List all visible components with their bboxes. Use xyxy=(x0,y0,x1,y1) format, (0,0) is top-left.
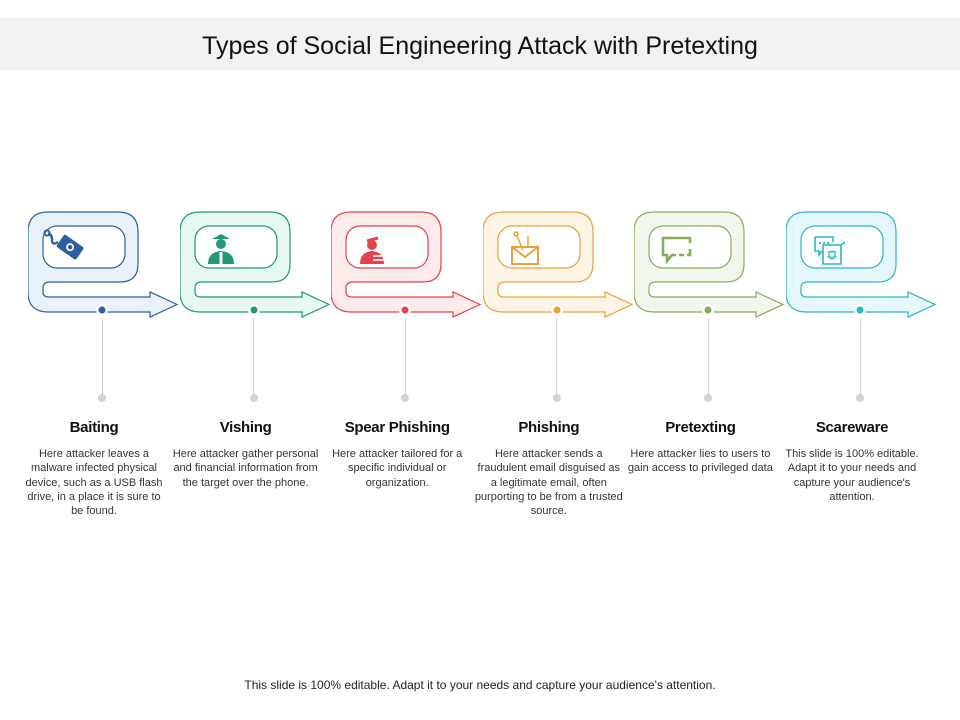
step-title: Spear Phishing xyxy=(344,419,450,436)
loop-arrow-shape xyxy=(634,211,785,318)
step-marker-dot xyxy=(250,306,258,314)
connector-line xyxy=(404,318,406,398)
connector-dot xyxy=(249,394,258,402)
step-marker-dot xyxy=(401,306,409,314)
connector-line xyxy=(253,318,255,398)
step-marker-dot xyxy=(704,306,712,314)
step-title: Phishing xyxy=(518,419,580,436)
step-marker-dot xyxy=(856,306,864,314)
step-phishing: Phishing Here attacker sends a fraudulen… xyxy=(475,0,635,720)
connector-line xyxy=(859,318,861,398)
email-hook-icon xyxy=(510,231,539,265)
step-spear-phishing: Spear Phishing Here attacker tailored fo… xyxy=(331,0,483,720)
chat-bubble-icon xyxy=(662,236,692,265)
loop-arrow-shape xyxy=(786,211,937,318)
step-vishing: Vishing Here attacker gather personal an… xyxy=(173,0,332,720)
loop-arrow-shape xyxy=(482,211,634,318)
step-marker-dot xyxy=(553,306,561,314)
connector-dot xyxy=(401,394,410,402)
page-title: Types of Social Engineering Attack with … xyxy=(202,32,758,60)
step-description: Here attacker leaves a malware infected … xyxy=(25,448,163,518)
step-baiting: Baiting Here attacker leaves a malware i… xyxy=(26,0,180,720)
step-scareware: Scareware This slide is 100% editable. A… xyxy=(785,0,938,720)
connector-dot xyxy=(98,394,106,402)
step-title: Baiting xyxy=(69,419,119,436)
connector-dot xyxy=(704,394,713,402)
step-title: Scareware xyxy=(815,419,889,436)
step-description: This slide is 100% editable. Adapt it to… xyxy=(785,448,919,503)
chat-bug-icon xyxy=(814,236,846,265)
step-description: Here attacker tailored for a specific in… xyxy=(332,448,463,489)
connector-dot xyxy=(552,394,561,402)
step-pretexting: Pretexting Here attacker lies to users t… xyxy=(628,0,786,720)
step-title: Vishing xyxy=(219,419,272,436)
connector-line xyxy=(556,318,558,398)
step-marker-dot xyxy=(98,306,106,314)
step-title: Pretexting xyxy=(665,419,736,436)
loop-arrow-shape xyxy=(179,211,331,318)
hacker-spear-icon xyxy=(360,236,385,264)
title-band xyxy=(0,18,960,70)
step-description: Here attacker sends a fraudulent email d… xyxy=(474,448,623,518)
connector-line xyxy=(707,318,709,398)
footer-note: This slide is 100% editable. Adapt it to… xyxy=(244,678,716,692)
step-description: Here attacker lies to users to gain acce… xyxy=(627,448,773,475)
connector-line xyxy=(101,318,103,398)
loop-arrow-shape xyxy=(331,211,482,318)
step-description: Here attacker gather personal and financ… xyxy=(172,448,319,489)
connector-dot xyxy=(856,394,864,402)
hacker-headset-icon xyxy=(207,234,234,264)
usb-money-icon xyxy=(43,229,84,260)
loop-arrow-shape xyxy=(28,211,179,318)
